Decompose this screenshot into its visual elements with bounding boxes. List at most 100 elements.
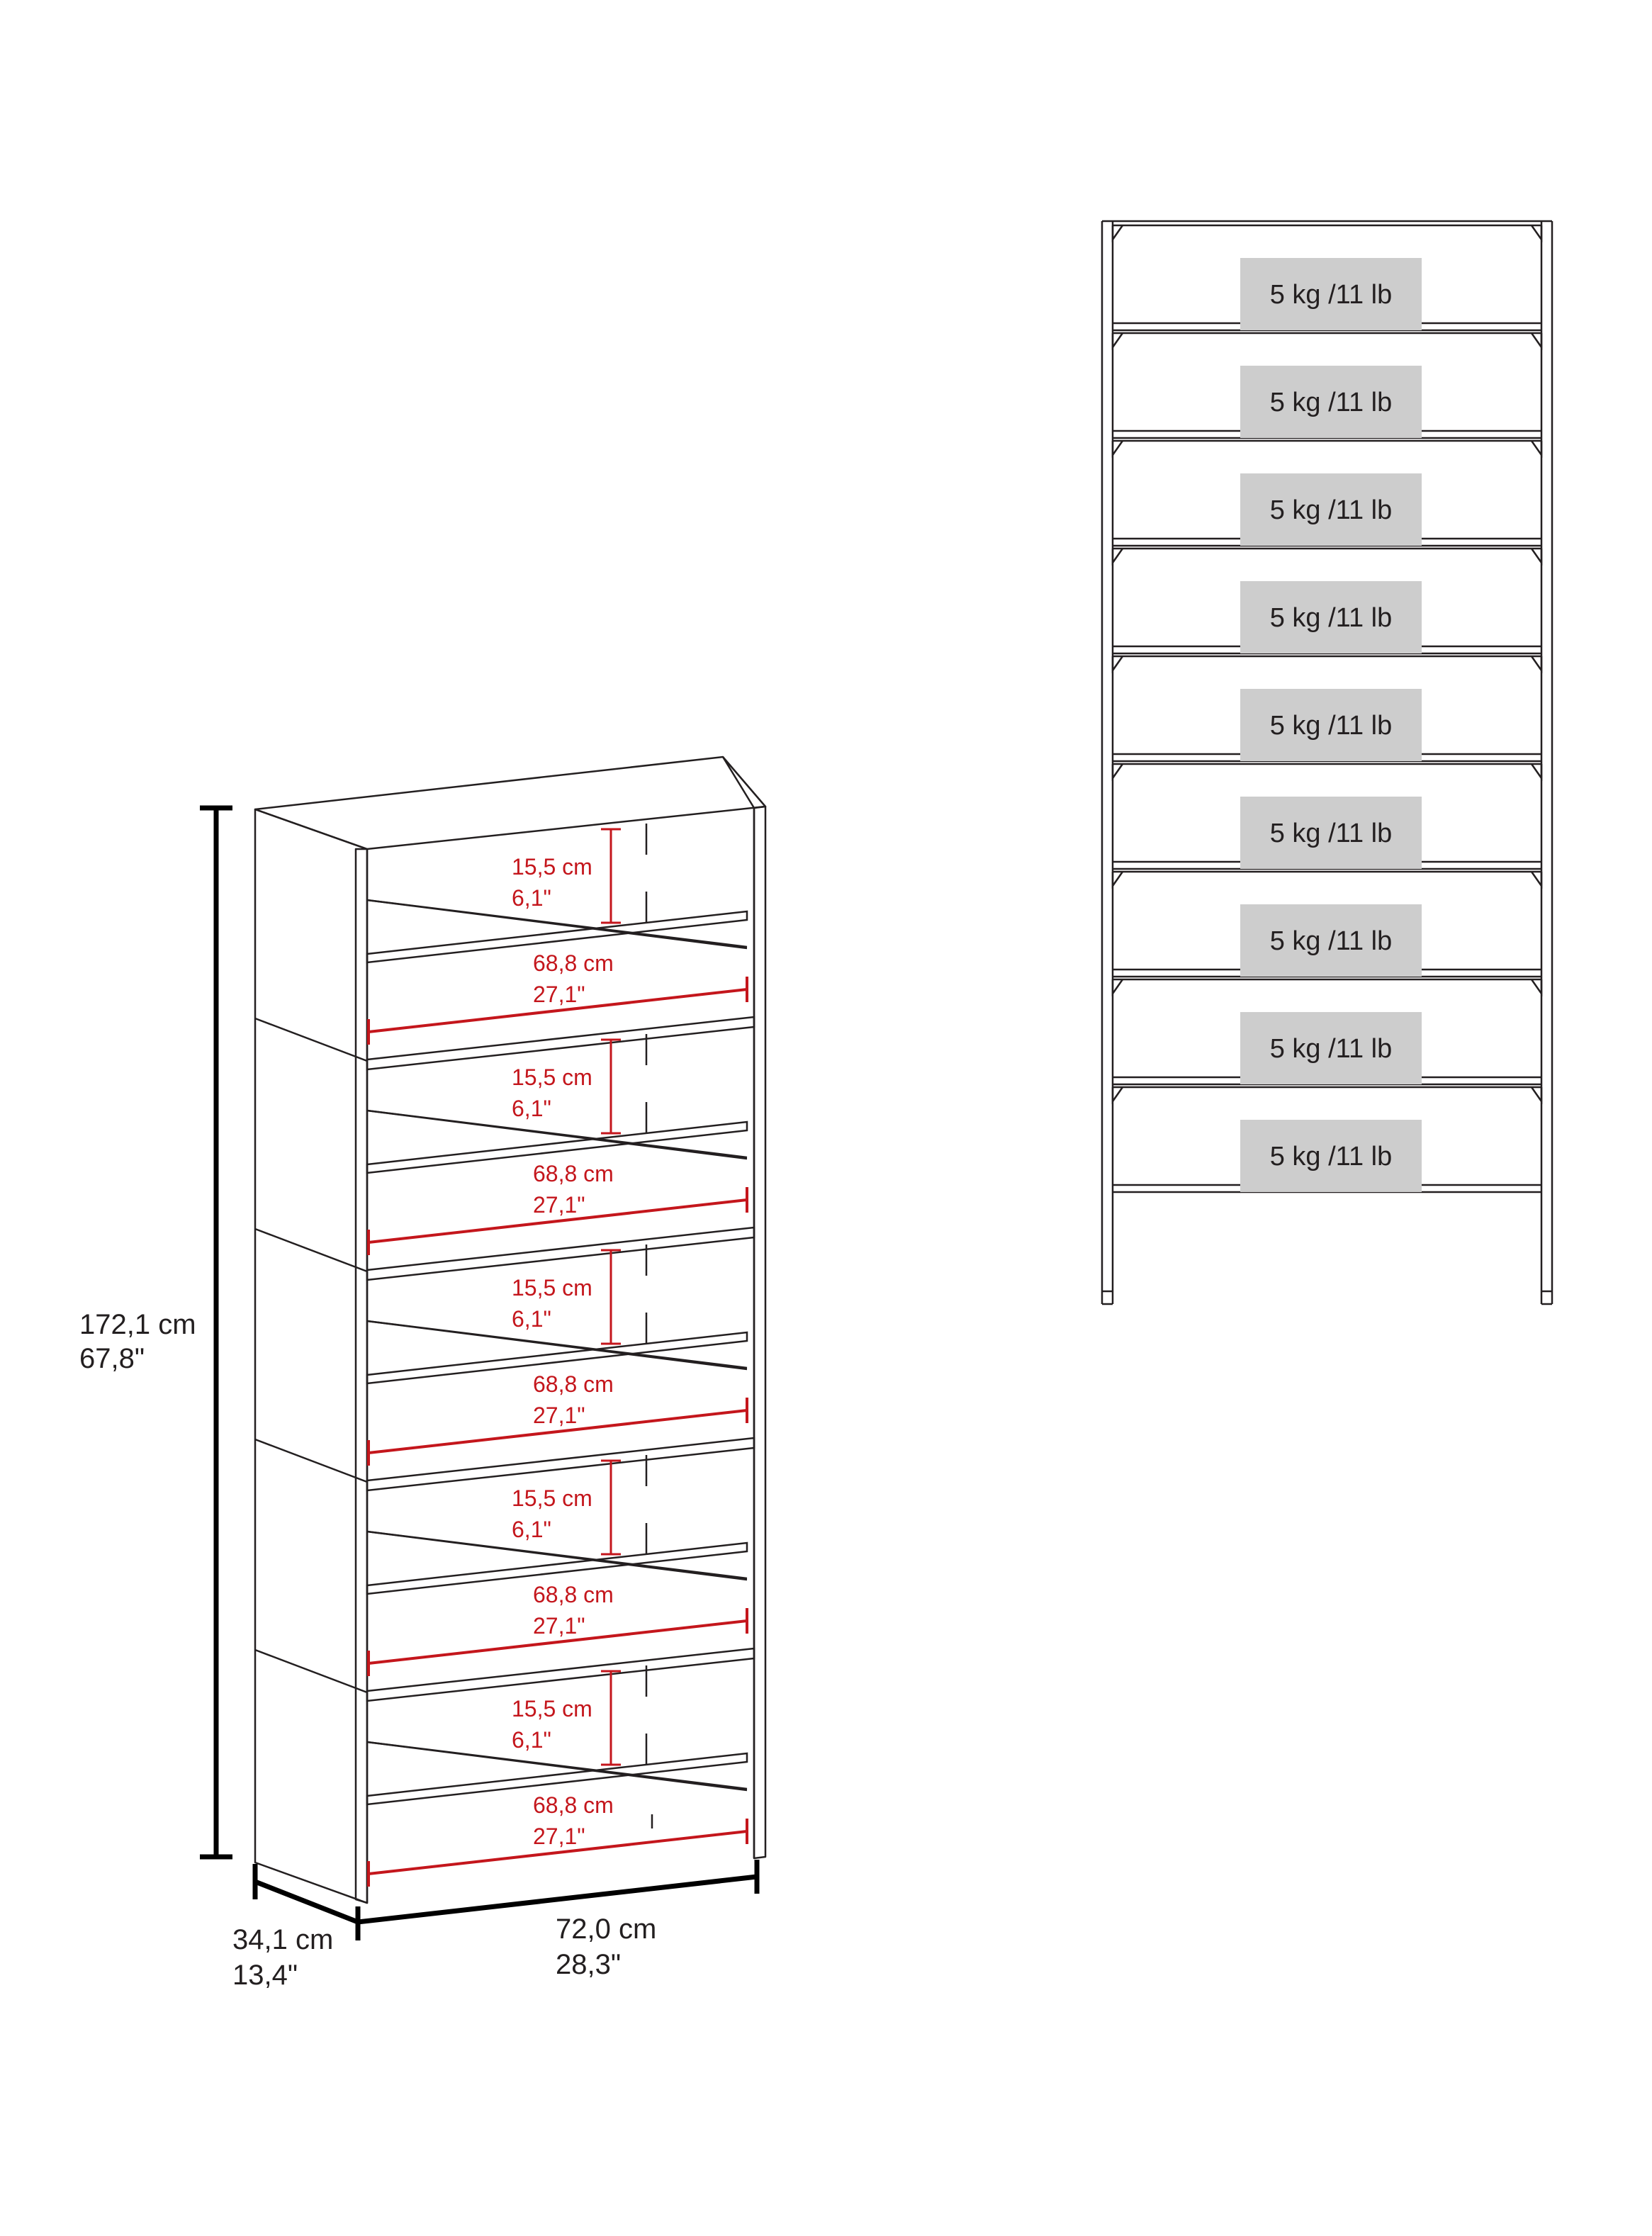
depth-metric-label: 34,1 cm bbox=[232, 1924, 333, 1955]
compartment-width-metric: 68,8 cm bbox=[533, 1582, 614, 1607]
load-capacity-box bbox=[1240, 904, 1422, 977]
load-capacity-label: 5 kg /11 lb bbox=[1270, 603, 1393, 633]
left-bracket bbox=[1111, 440, 1124, 458]
middle-shelf-board bbox=[366, 1541, 748, 1595]
right-bracket bbox=[1530, 979, 1543, 996]
load-capacity-box bbox=[1240, 797, 1422, 869]
unit-divider-side bbox=[254, 1017, 368, 1062]
right-bracket bbox=[1530, 763, 1543, 781]
load-capacity-box bbox=[1240, 366, 1422, 438]
shelf-back-edge bbox=[366, 1741, 748, 1790]
width-imperial-label: 28,3" bbox=[556, 1949, 621, 1980]
height-metric-label: 172,1 cm bbox=[79, 1309, 196, 1340]
isometric-shelf-drawing bbox=[254, 755, 767, 1904]
width-measure-line bbox=[368, 1830, 748, 1875]
left-bracket bbox=[1111, 871, 1124, 889]
load-capacity-label: 5 kg /11 lb bbox=[1270, 280, 1393, 310]
front-left-upright bbox=[354, 848, 369, 1904]
isometric-shelf-boards bbox=[254, 824, 755, 1828]
shelf-back-edge bbox=[366, 899, 748, 948]
left-bracket bbox=[1111, 332, 1124, 350]
unit-divider-shelf bbox=[366, 1226, 755, 1281]
compartment-width-metric: 68,8 cm bbox=[533, 1161, 614, 1186]
load-capacity-label: 5 kg /11 lb bbox=[1270, 1142, 1393, 1172]
compartment-height-metric: 15,5 cm bbox=[512, 1485, 592, 1511]
load-capacity-labels: 5 kg /11 lb 5 kg /11 lb 5 kg /11 lb 5 kg /1… bbox=[1240, 258, 1422, 1192]
compartment-height-metric: 15,5 cm bbox=[512, 854, 592, 880]
load-capacity-box bbox=[1240, 258, 1422, 330]
load-capacity-label: 5 kg /11 lb bbox=[1270, 495, 1393, 525]
load-capacity-box bbox=[1240, 1012, 1422, 1084]
unit-divider-shelf bbox=[366, 1016, 755, 1071]
left-side-panel bbox=[254, 808, 369, 1904]
unit-divider-side bbox=[254, 1648, 368, 1694]
front-view-frame bbox=[1101, 220, 1553, 1305]
load-capacity-box bbox=[1240, 689, 1422, 761]
compartment-height-imperial: 6,1" bbox=[512, 885, 551, 911]
depth-imperial-label: 13,4" bbox=[232, 1960, 298, 1991]
height-dimension-line bbox=[200, 805, 232, 1860]
load-capacity-label: 5 kg /11 lb bbox=[1270, 711, 1393, 741]
compartment-width-imperial: 27,1" bbox=[533, 1613, 585, 1639]
middle-shelf-board bbox=[366, 910, 748, 964]
compartment-width-imperial: 27,1" bbox=[533, 1403, 585, 1428]
left-bracket bbox=[1111, 548, 1124, 566]
load-capacity-label: 5 kg /11 lb bbox=[1270, 388, 1393, 417]
shelf-back-edge bbox=[366, 1109, 748, 1159]
compartment-width-metric: 68,8 cm bbox=[533, 1792, 614, 1818]
unit-divider-shelf bbox=[366, 1437, 755, 1492]
middle-shelf-board bbox=[366, 1752, 748, 1806]
width-measure-line bbox=[368, 988, 748, 1033]
right-upright bbox=[753, 805, 767, 1860]
load-capacity-box bbox=[1240, 1120, 1422, 1192]
unit-divider-side bbox=[254, 1438, 368, 1483]
load-capacity-label: 5 kg /11 lb bbox=[1270, 1034, 1393, 1064]
width-dimension-line bbox=[357, 1860, 760, 1925]
right-bracket bbox=[1530, 871, 1543, 889]
compartment-height-imperial: 6,1" bbox=[512, 1306, 551, 1332]
left-bracket bbox=[1111, 1086, 1124, 1104]
shelf-back-edge bbox=[366, 1530, 748, 1580]
width-measure-line bbox=[368, 1619, 748, 1665]
compartment-height-imperial: 6,1" bbox=[512, 1727, 551, 1753]
compartment-height-imperial: 6,1" bbox=[512, 1517, 551, 1542]
back-right-edge bbox=[721, 756, 755, 809]
left-bracket bbox=[1111, 225, 1124, 242]
unit-divider-shelf bbox=[366, 1647, 755, 1702]
compartment-width-imperial: 27,1" bbox=[533, 1824, 585, 1849]
compartment-width-metric: 68,8 cm bbox=[533, 950, 614, 976]
load-capacity-box bbox=[1240, 581, 1422, 653]
width-measure-line bbox=[368, 1198, 748, 1244]
middle-shelf-board bbox=[366, 1120, 748, 1174]
left-bracket bbox=[1111, 763, 1124, 781]
width-metric-label: 72,0 cm bbox=[556, 1914, 656, 1945]
load-capacity-box bbox=[1240, 473, 1422, 546]
compartment-width-imperial: 27,1" bbox=[533, 982, 585, 1007]
width-measure-line bbox=[368, 1409, 748, 1454]
compartment-height-metric: 15,5 cm bbox=[512, 1275, 592, 1300]
unit-divider-side bbox=[254, 1227, 368, 1273]
middle-shelf-board bbox=[366, 1331, 748, 1385]
height-imperial-label: 67,8" bbox=[79, 1343, 145, 1374]
right-bracket bbox=[1530, 440, 1543, 458]
compartment-width-metric: 68,8 cm bbox=[533, 1371, 614, 1397]
left-bracket bbox=[1111, 979, 1124, 996]
right-bracket bbox=[1530, 332, 1543, 350]
load-capacity-label: 5 kg /11 lb bbox=[1270, 926, 1393, 956]
right-bracket bbox=[1530, 548, 1543, 566]
shelf-back-edge bbox=[366, 1320, 748, 1369]
right-bracket bbox=[1530, 1086, 1543, 1104]
load-capacity-label: 5 kg /11 lb bbox=[1270, 819, 1393, 848]
right-bracket bbox=[1530, 656, 1543, 673]
top-panel bbox=[254, 755, 767, 850]
depth-dimension-line bbox=[252, 1864, 361, 1940]
compartment-height-metric: 15,5 cm bbox=[512, 1064, 592, 1090]
compartment-height-metric: 15,5 cm bbox=[512, 1696, 592, 1721]
compartment-measurements: 15,5 cm 6,1" 68,8 cm 27,1" 15,5 cm 6,1" 68,8 c… bbox=[367, 828, 748, 1887]
compartment-height-imperial: 6,1" bbox=[512, 1096, 551, 1121]
left-bracket bbox=[1111, 656, 1124, 673]
compartment-width-imperial: 27,1" bbox=[533, 1192, 585, 1218]
right-bracket bbox=[1530, 225, 1543, 242]
